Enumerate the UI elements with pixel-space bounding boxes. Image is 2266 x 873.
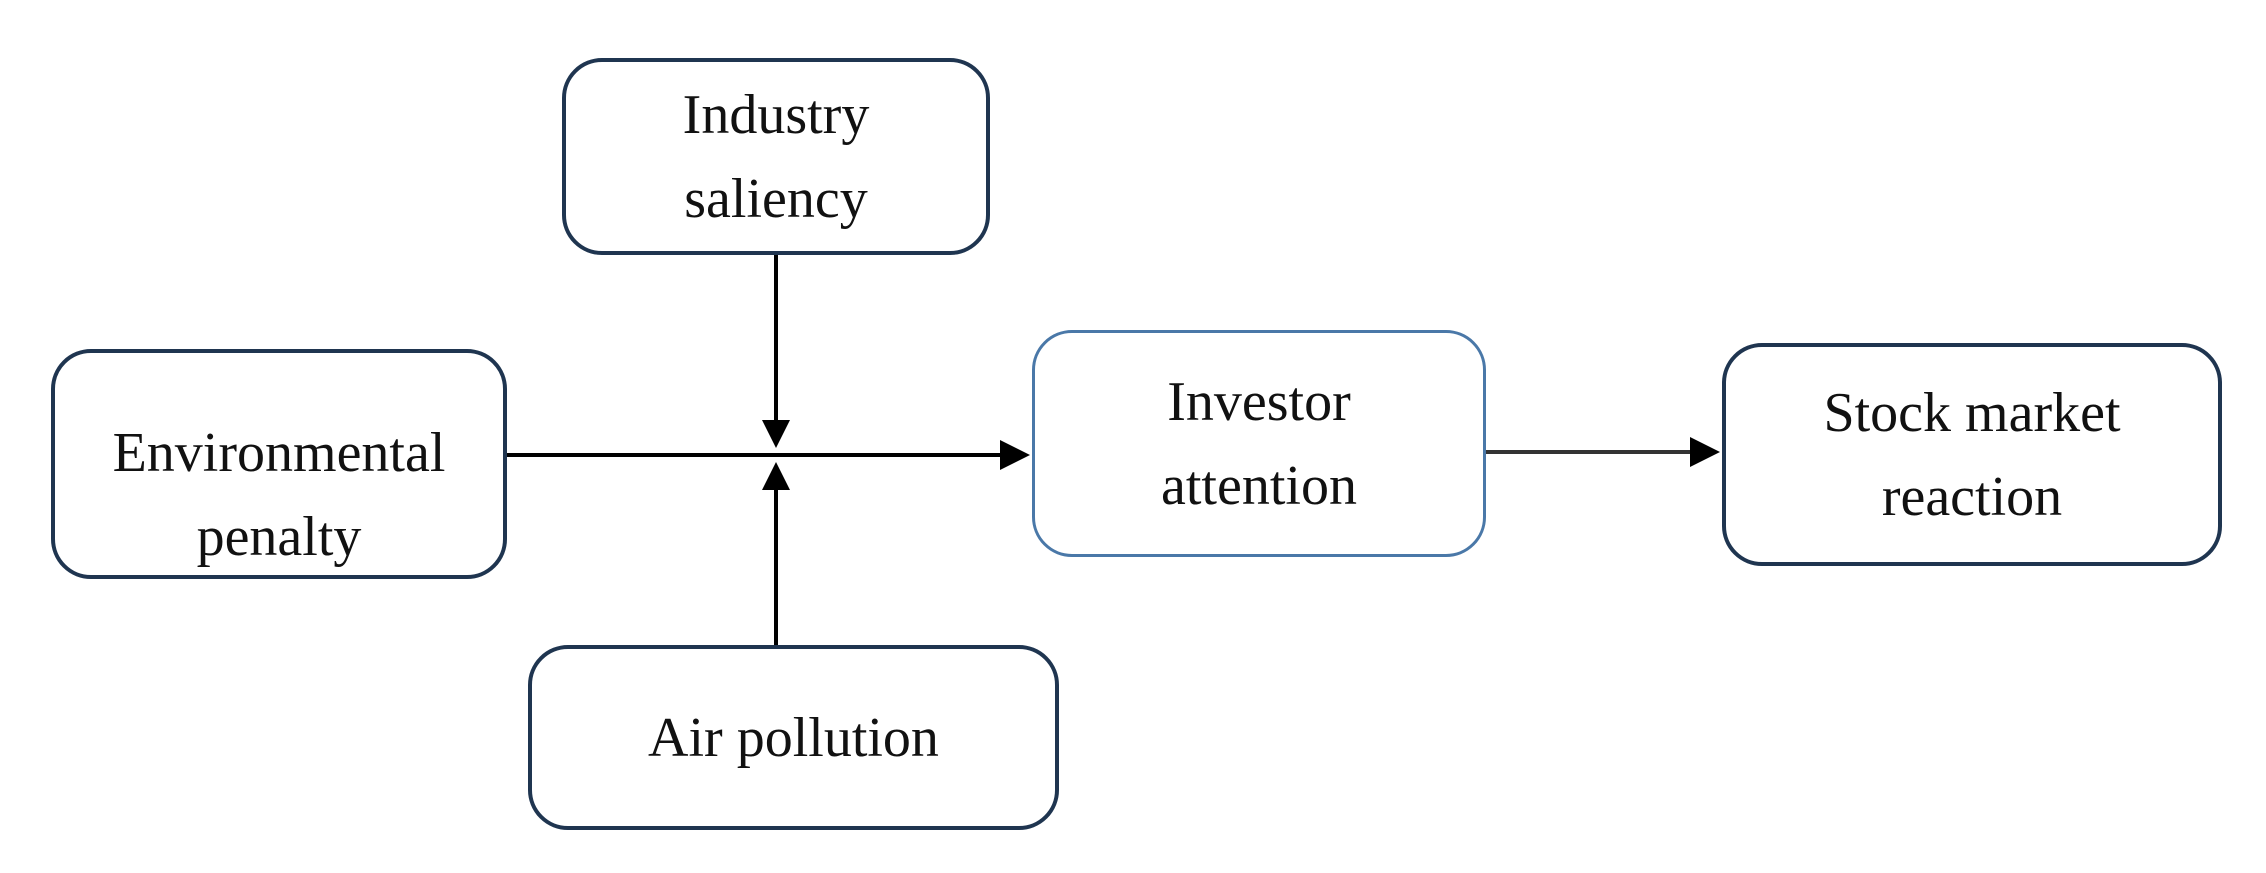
arrowhead-penalty-to-attention [1000,440,1030,470]
node-investor-attention-line-2: attention [1161,454,1357,517]
node-environmental-penalty: Environmental penalty [51,349,507,579]
node-stock-market-reaction-line-2: reaction [1881,465,2063,528]
node-investor-attention: Investor attention [1032,330,1486,557]
node-air-pollution-line-1: Air pollution [648,706,939,769]
arrowhead-attention-to-reaction [1690,437,1720,467]
arrowhead-airpollution-moderator [762,462,790,490]
node-industry-saliency: Industry saliency [562,58,990,255]
node-investor-attention-line-1: Investor [1167,370,1351,433]
node-environmental-penalty-line-1: Environmental [112,422,446,484]
node-stock-market-reaction: Stock market reaction [1722,343,2222,566]
node-stock-market-reaction-line-1: Stock market [1823,381,2121,444]
node-air-pollution: Air pollution [528,645,1059,830]
node-industry-saliency-line-2: saliency [684,167,868,230]
node-environmental-penalty-line-2: penalty [196,506,362,568]
node-industry-saliency-line-1: Industry [682,83,870,146]
arrowhead-saliency-moderator [762,420,790,448]
